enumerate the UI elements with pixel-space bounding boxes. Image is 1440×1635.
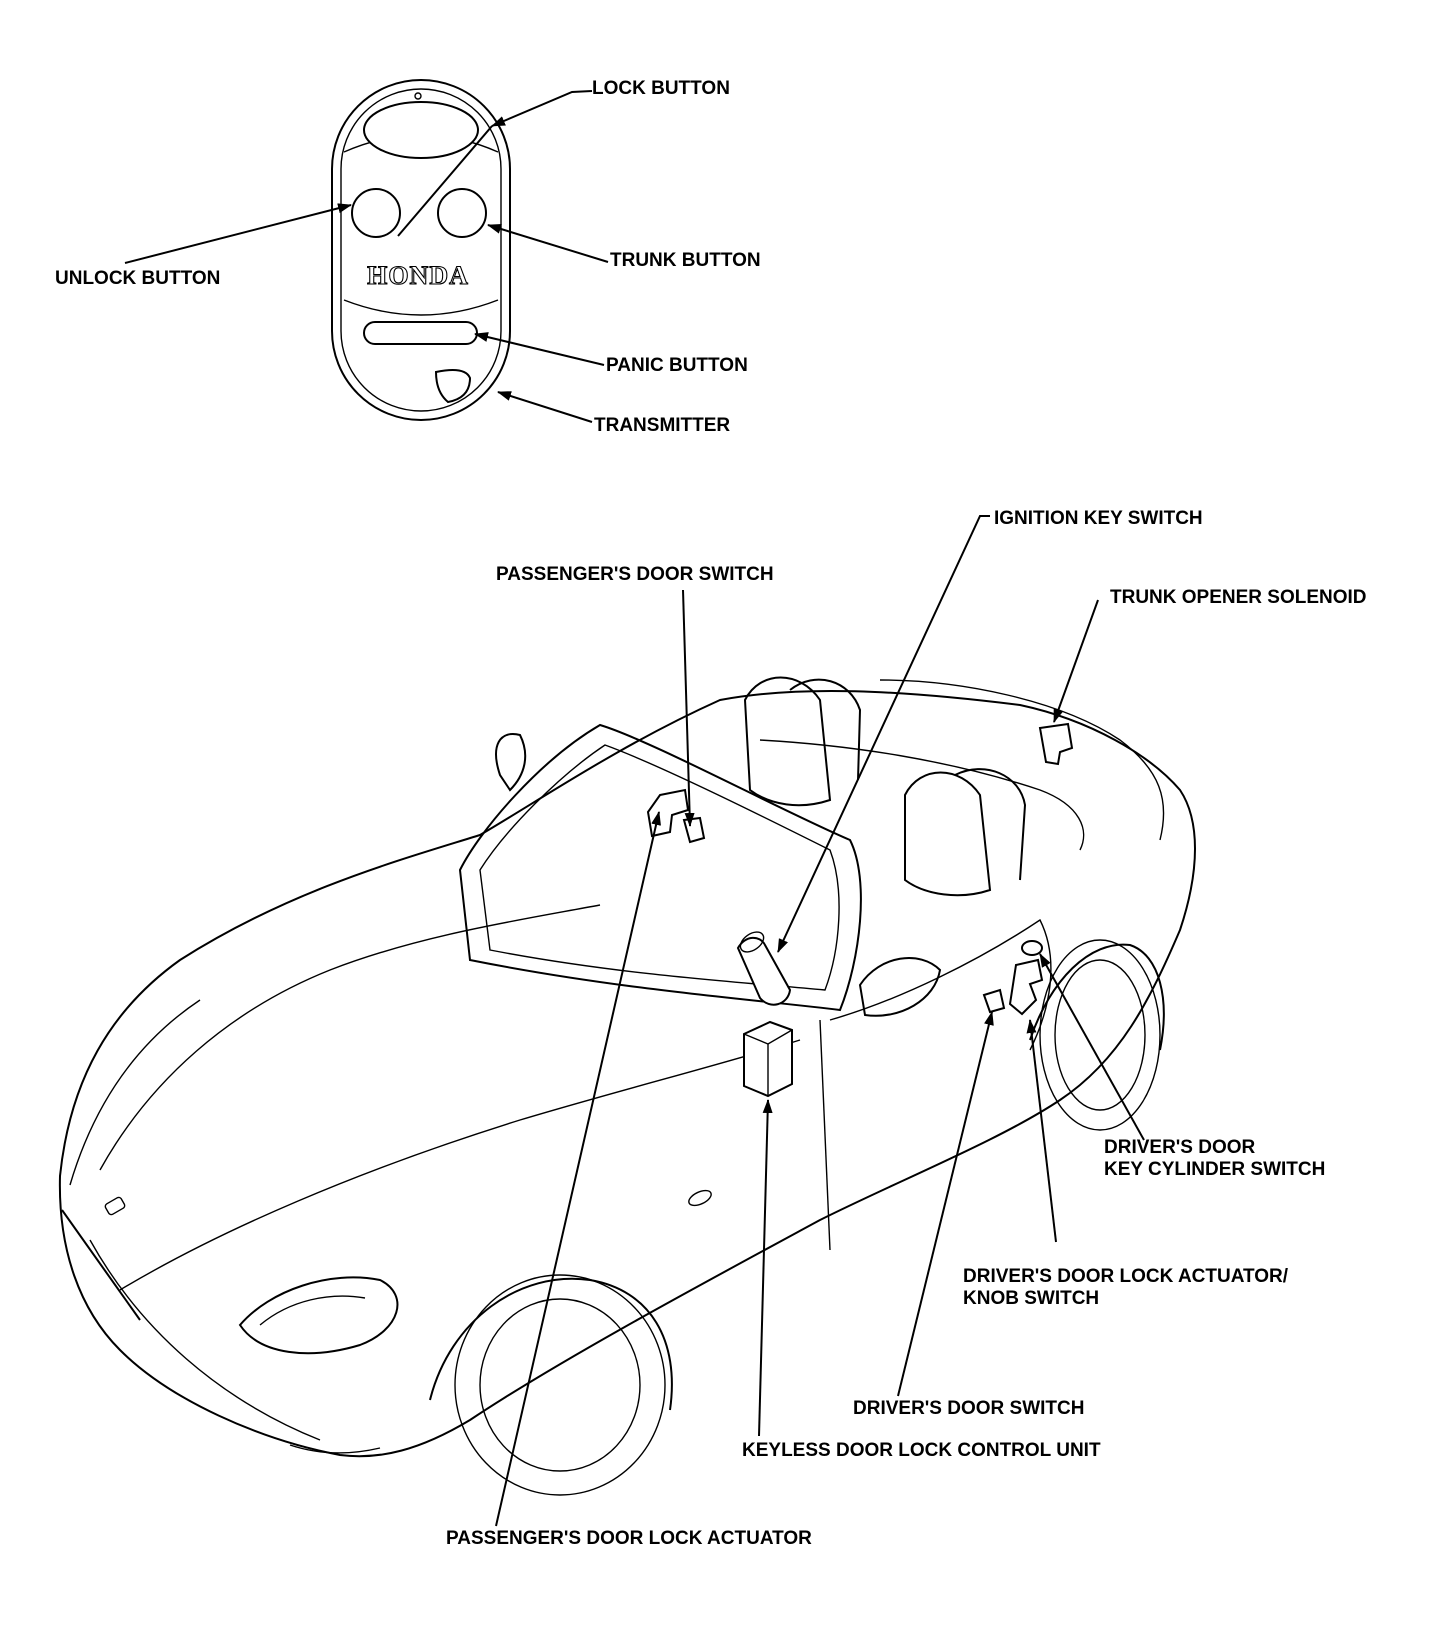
leader-passenger-switch [682,589,695,827]
leader-key-cylinder [1039,953,1145,1141]
keyless-control-unit-part [743,1020,793,1098]
label-lock-button: LOCK BUTTON [592,78,730,99]
label-transmitter: TRANSMITTER [594,415,731,436]
leader-transmitter [497,391,593,423]
leader-actuator [1026,1019,1057,1243]
trunk-opener-solenoid-part [1038,722,1074,766]
ignition-key-switch-part [736,931,792,1006]
driver-door-lock-actuator-part [1008,958,1044,1016]
leader-lock-diag [397,125,493,237]
label-driver-key-cylinder-line2: KEY CYLINDER SWITCH [1104,1159,1326,1180]
label-passenger-door-lock-actuator: PASSENGER'S DOOR LOCK ACTUATOR [446,1528,812,1549]
leader-control-unit [758,1099,773,1437]
lock-button[interactable] [363,101,479,159]
label-keyless-control-unit: KEYLESS DOOR LOCK CONTROL UNIT [742,1440,1101,1461]
label-ignition-key-switch: IGNITION KEY SWITCH [994,508,1203,529]
trunk-button[interactable] [437,188,487,238]
panic-button[interactable] [363,321,478,345]
leader-passenger-actuator [495,811,661,1527]
car-body [58,676,1196,1496]
leader-driver-switch [897,1011,994,1397]
label-driver-door-switch: DRIVER'S DOOR SWITCH [853,1398,1085,1419]
passenger-door-switch-part [682,816,706,844]
label-passenger-door-switch: PASSENGER'S DOOR SWITCH [496,564,774,585]
driver-door-switch-part [982,988,1006,1014]
label-unlock-button: UNLOCK BUTTON [55,268,221,289]
leader-ignition [777,515,990,953]
passenger-door-lock-actuator-part [646,788,690,838]
leader-unlock [124,203,352,264]
label-driver-key-cylinder-line1: DRIVER'S DOOR [1104,1137,1256,1158]
label-trunk-opener-solenoid: TRUNK OPENER SOLENOID [1110,587,1367,608]
label-panic-button: PANIC BUTTON [606,355,748,376]
label-driver-actuator-line2: KNOB SWITCH [963,1288,1100,1309]
honda-logo: HONDA [367,261,469,290]
driver-key-cylinder-switch-part [1021,940,1043,956]
transmitter-tab-icon [434,369,472,404]
label-driver-actuator-line1: DRIVER'S DOOR LOCK ACTUATOR/ [963,1266,1289,1287]
leader-lock [491,90,593,127]
leader-trunk-solenoid [1053,599,1099,723]
unlock-button[interactable] [351,188,401,238]
label-trunk-button: TRUNK BUTTON [610,250,761,271]
leader-panic [474,332,605,366]
leader-trunk [487,224,609,263]
